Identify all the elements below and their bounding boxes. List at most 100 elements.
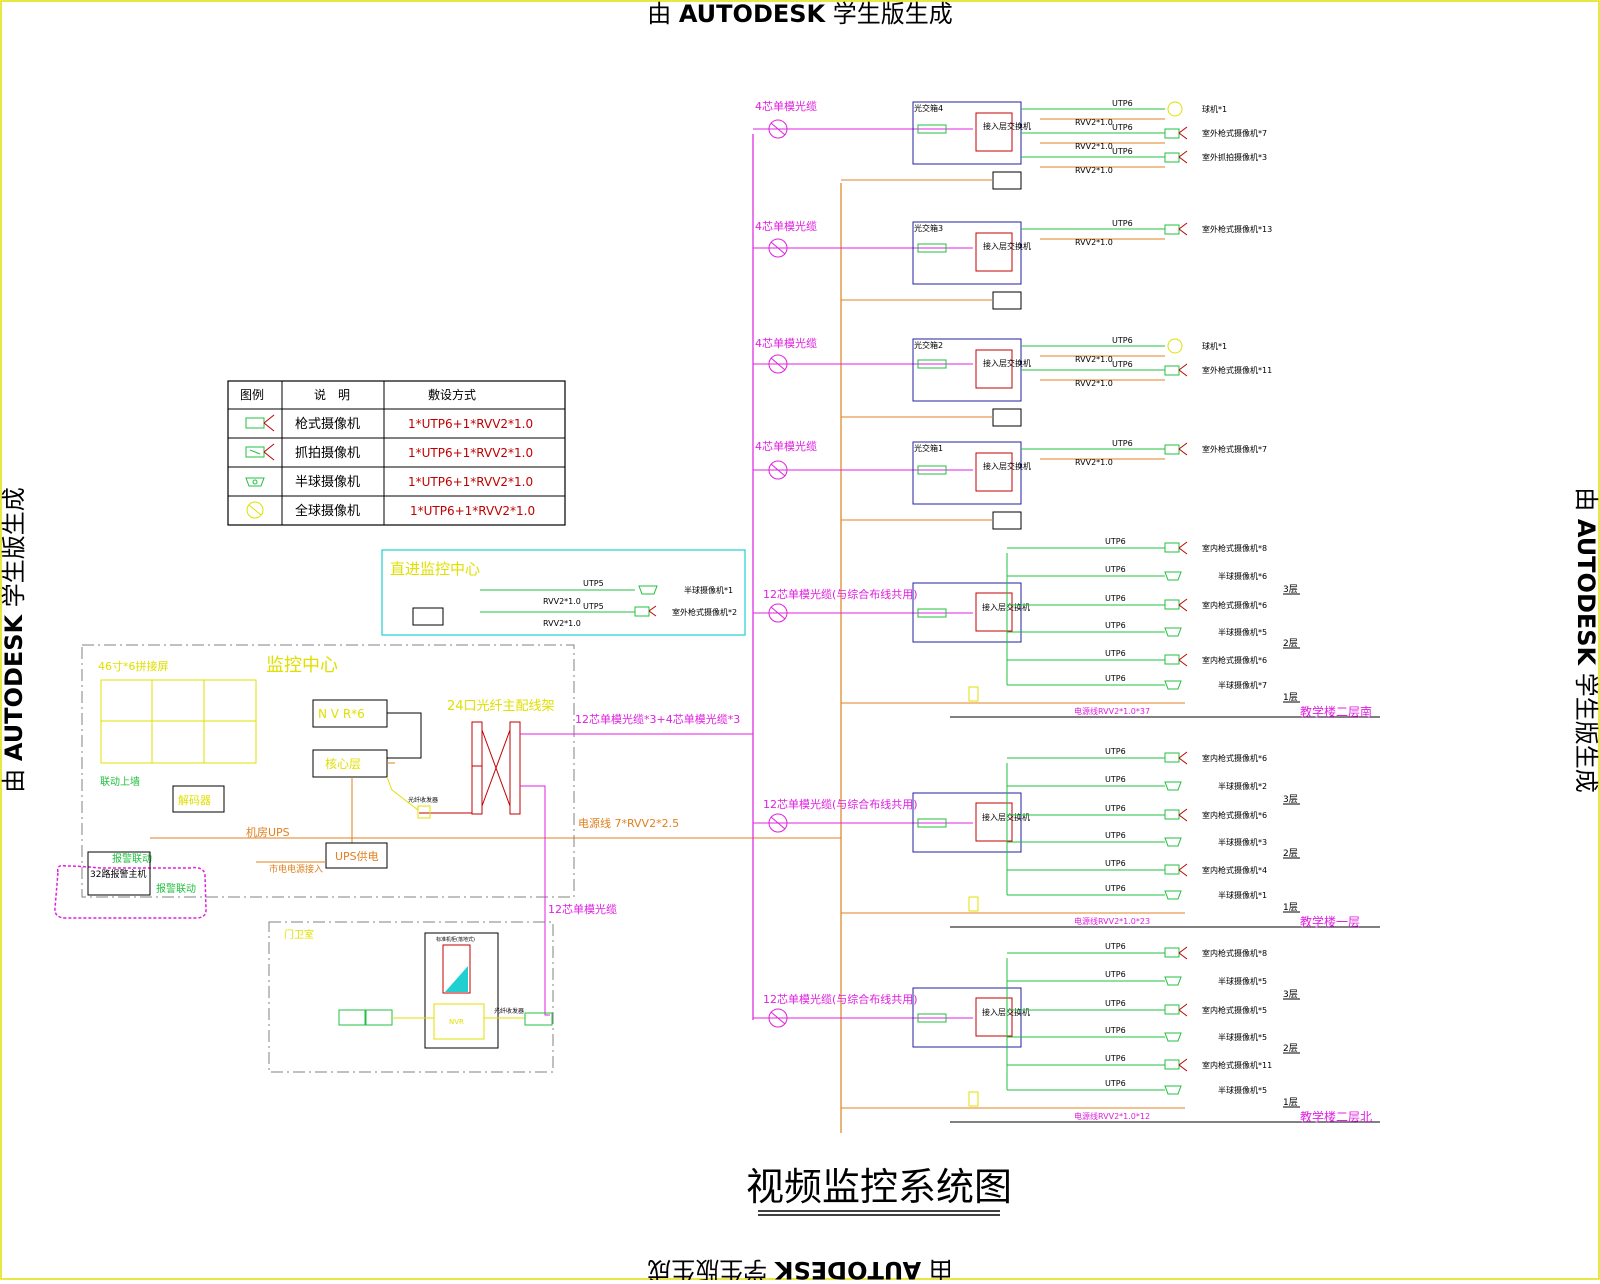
dome-camera-icon — [1164, 1085, 1182, 1095]
fiber4-label: 4芯单模光缆 — [755, 439, 817, 453]
camera-label: 室内枪式摄像机*8 — [1202, 948, 1267, 958]
svg-text:UTP6: UTP6 — [1112, 336, 1133, 345]
svg-text:由 AUTODESK 学生版生成: 由 AUTODESK 学生版生成 — [647, 1256, 953, 1280]
watermark-right: 由 AUTODESK 学生版生成 — [1572, 487, 1600, 793]
fiber-box — [912, 221, 1022, 285]
access-switch-box — [975, 997, 1013, 1037]
video-wall — [100, 679, 257, 764]
fiber12-label: 12芯单模光缆 — [548, 902, 617, 916]
camera-label: 半球摄像机*6 — [1218, 571, 1267, 581]
fiber4-label: 4芯单模光缆 — [755, 99, 817, 113]
gate-utp-label: UTP5 — [583, 579, 604, 588]
floor-tag: 1层 — [1283, 902, 1298, 913]
svg-text:由 AUTODESK 学生版生成: 由 AUTODESK 学生版生成 — [0, 487, 28, 793]
watermark-top: 由 AUTODESK 学生版生成 — [647, 0, 953, 28]
camera-label: 半球摄像机*5 — [1218, 1032, 1267, 1042]
floor-tag: 2层 — [1283, 848, 1298, 859]
legend-header-method: 敷设方式 — [428, 387, 476, 402]
svg-text:UTP6: UTP6 — [1105, 859, 1126, 868]
camera-label: 半球摄像机*1 — [1218, 890, 1267, 900]
access-switch-box — [975, 452, 1013, 492]
svg-text:UTP6: UTP6 — [1105, 674, 1126, 683]
fiber-box-label: 光交箱2 — [914, 340, 943, 350]
svg-text:接入层交换机: 接入层交换机 — [982, 602, 1030, 612]
dome-camera-icon — [638, 585, 658, 595]
legend-row3-method: 1*UTP6+1*RVV2*1.0 — [408, 475, 533, 489]
svg-text:RVV2*1.0: RVV2*1.0 — [1075, 379, 1113, 388]
camera-label: 室外枪式摄像机*11 — [1202, 365, 1272, 375]
bullet-camera-icon — [1164, 152, 1180, 163]
svg-text:接入层交换机: 接入层交换机 — [982, 1007, 1030, 1017]
bullet-camera-icon — [634, 606, 650, 617]
guard-room: 门卫室 标准机柜(落地式) NVR 光纤收发器 — [268, 921, 554, 1073]
dome-camera-icon — [1164, 837, 1182, 847]
branch-4: 4芯单模光缆光交箱1接入层交换机UTP6室外枪式摄像机*7RVV2*1.0 — [753, 439, 1267, 530]
legend-header-desc: 说 明 — [314, 387, 350, 402]
floor-tag: 3层 — [1283, 989, 1298, 1000]
linkage-label: 联动上墙 — [100, 775, 140, 788]
svg-text:UTP6: UTP6 — [1112, 99, 1133, 108]
bullet-camera-icon — [245, 414, 275, 432]
power-cable-label: 电源线 7*RVV2*2.5 — [578, 816, 679, 830]
svg-text:RVV2*1.0: RVV2*1.0 — [1075, 355, 1113, 364]
camera-label: 室外枪式摄像机*13 — [1202, 224, 1272, 234]
svg-text:UTP6: UTP6 — [1112, 147, 1133, 156]
bullet-camera-icon — [1164, 444, 1180, 455]
svg-text:RVV2*1.0: RVV2*1.0 — [1075, 142, 1113, 151]
gate-center-title: 直进监控中心 — [390, 560, 480, 578]
alarm-host-linkage: 报警联动 — [156, 882, 196, 895]
bullet-camera-icon — [1164, 128, 1180, 139]
fiber12-label: 12芯单模光缆(与综合布线共用) — [763, 797, 918, 811]
access-switch-box — [975, 232, 1013, 272]
dome-camera-icon — [1164, 571, 1182, 581]
svg-text:UTP6: UTP6 — [1105, 999, 1126, 1008]
camera-label: 室内枪式摄像机*6 — [1202, 810, 1267, 820]
odf-rack — [419, 721, 521, 815]
city-power-label: 市电电源接入 — [269, 863, 323, 875]
camera-label: 室内枪式摄像机*8 — [1202, 543, 1267, 553]
watermark-left: 由 AUTODESK 学生版生成 — [0, 487, 28, 793]
svg-text:UTP6: UTP6 — [1105, 775, 1126, 784]
core-switch-label: 核心层 — [325, 757, 361, 771]
legend-header-icon: 图例 — [240, 388, 264, 402]
camera-label: 室内枪式摄像机*11 — [1202, 1060, 1272, 1070]
svg-text:UTP6: UTP6 — [1105, 831, 1126, 840]
camera-label: 室内枪式摄像机*4 — [1202, 865, 1267, 875]
access-switch-box — [975, 112, 1013, 152]
branch-2: 4芯单模光缆光交箱3接入层交换机UTP6室外枪式摄像机*13RVV2*1.0 — [753, 219, 1272, 310]
building-name: 教学楼二层北 — [1300, 1109, 1372, 1124]
svg-text:UTP6: UTP6 — [1105, 804, 1126, 813]
svg-text:RVV2*1.0: RVV2*1.0 — [1075, 118, 1113, 127]
svg-text:UTP6: UTP6 — [1112, 439, 1133, 448]
svg-text:光纤收发器: 光纤收发器 — [408, 796, 438, 804]
room-ups-label: 机房UPS — [246, 825, 290, 839]
camera-label: 球机*1 — [1202, 341, 1227, 351]
building-3: 12芯单模光缆(与综合布线共用)接入层交换机UTP6室内枪式摄像机*8UTP6半… — [753, 942, 1380, 1124]
fiber-box-label: 光交箱4 — [914, 103, 943, 113]
camera-label: 半球摄像机*5 — [1218, 976, 1267, 986]
floor-tag: 2层 — [1283, 638, 1298, 649]
buildings-layer: 12芯单模光缆(与综合布线共用)接入层交换机UTP6室内枪式摄像机*8UTP6半… — [753, 537, 1380, 1124]
bullet-camera-icon — [1164, 1059, 1180, 1070]
svg-text:UTP6: UTP6 — [1105, 884, 1126, 893]
alarm-host-group: 报警联动 32路报警主机 报警联动 — [54, 851, 207, 919]
fiber12-label: 12芯单模光缆(与综合布线共用) — [763, 992, 918, 1006]
building-2: 12芯单模光缆(与综合布线共用)接入层交换机UTP6室内枪式摄像机*6UTP6半… — [753, 747, 1380, 929]
camera-label: 室内枪式摄像机*5 — [1202, 1005, 1267, 1015]
svg-text:由 AUTODESK 学生版生成: 由 AUTODESK 学生版生成 — [1572, 487, 1600, 793]
access-switch-label: 接入层交换机 — [983, 358, 1031, 368]
alarm-linkage-label: 报警联动 — [112, 852, 152, 865]
fiber12-label: 12芯单模光缆(与综合布线共用) — [763, 587, 918, 601]
floor-tag: 1层 — [1283, 1097, 1298, 1108]
svg-text:标准机柜(落地式): 标准机柜(落地式) — [436, 936, 475, 943]
camera-label: 室外枪式摄像机*7 — [1202, 444, 1267, 454]
alarm-host-label: 32路报警主机 — [90, 868, 146, 880]
diagram-title: 视频监控系统图 — [746, 1165, 1012, 1209]
gate-rvv-label-2: RVV2*1.0 — [543, 619, 581, 628]
bullet-camera-icon — [1164, 542, 1180, 553]
bullet-camera-icon — [1164, 809, 1180, 820]
gate-utp-label-2: UTP5 — [583, 602, 604, 611]
bullet-camera-icon — [1164, 224, 1180, 235]
monitor-center-title: 监控中心 — [266, 655, 338, 676]
